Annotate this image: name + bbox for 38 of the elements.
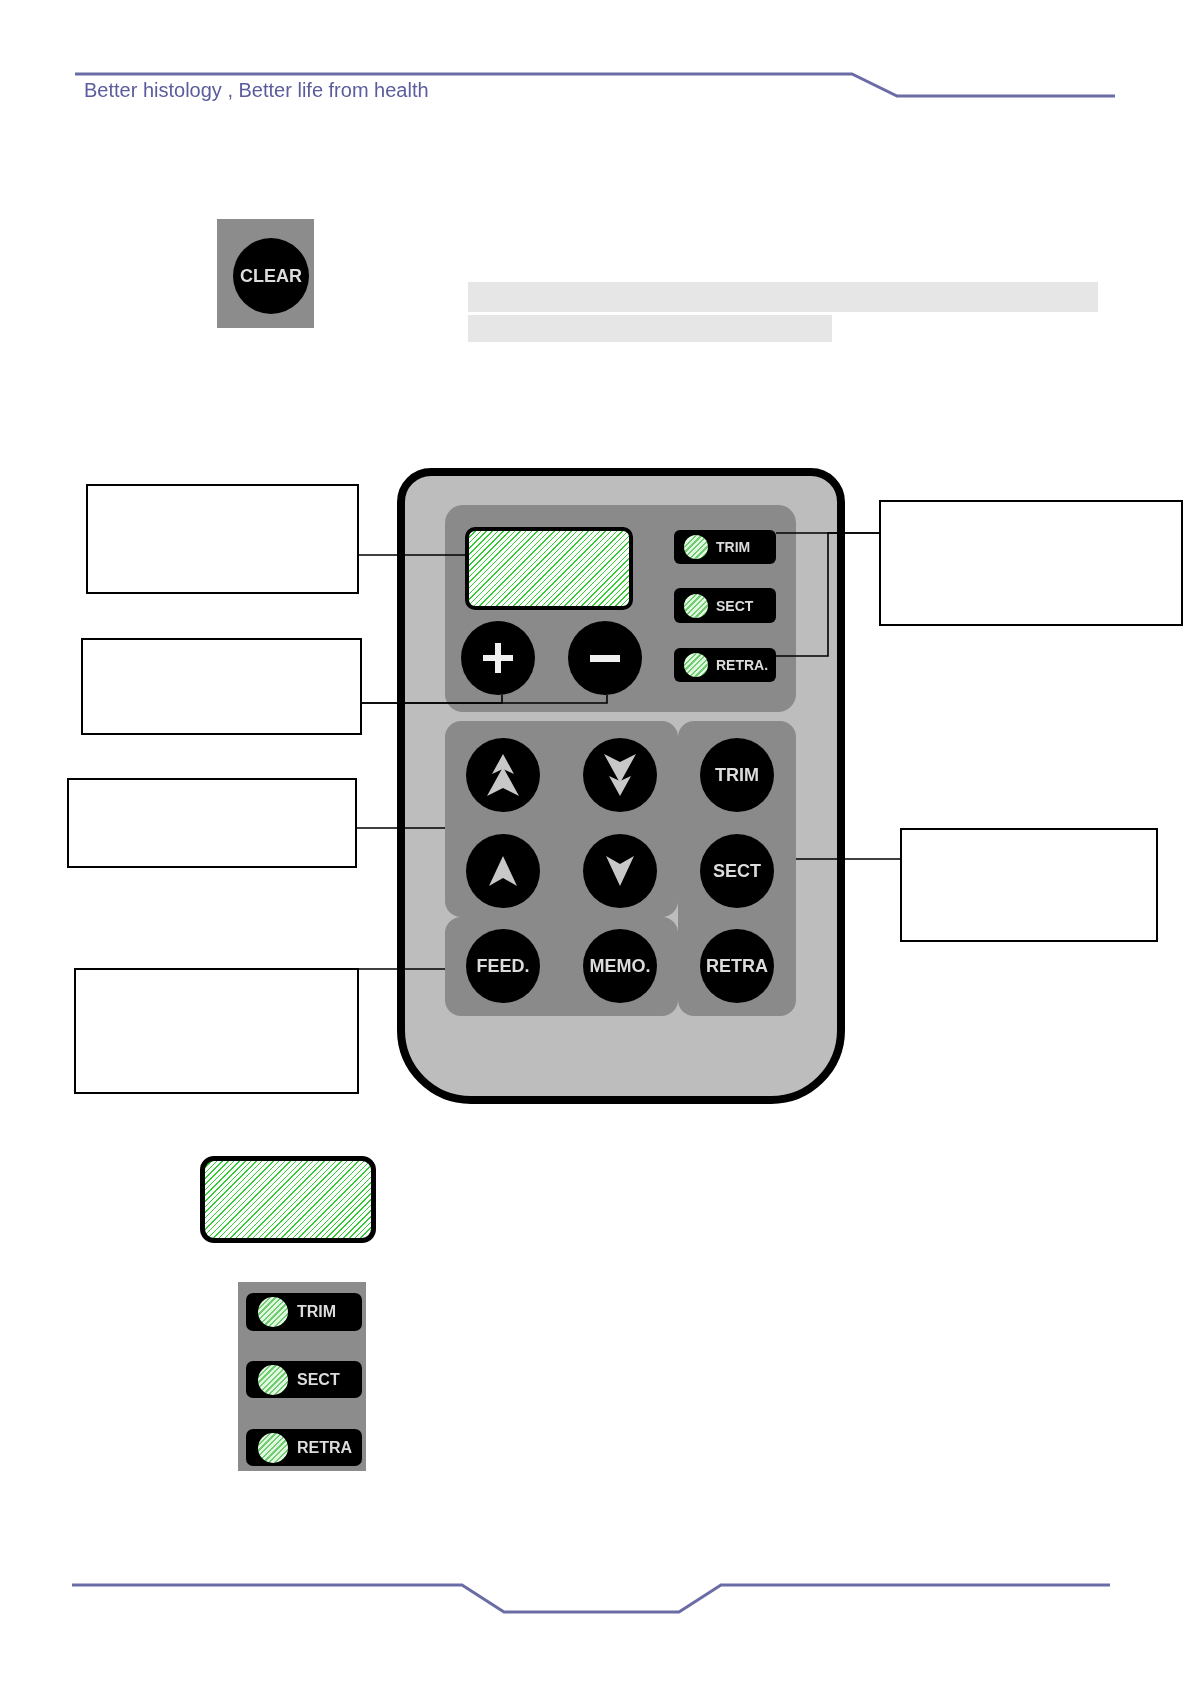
keypad-button: MEMO. — [583, 929, 657, 1003]
indicator-plate — [246, 1429, 362, 1466]
keypad-housing — [397, 468, 845, 1104]
indicator-label: SECT — [297, 1371, 340, 1388]
leader-line — [775, 532, 880, 657]
indicator-label: TRIM — [716, 540, 751, 554]
callout-box — [86, 484, 359, 594]
indicator-plate — [674, 648, 776, 682]
leader-line — [358, 968, 446, 970]
display-screen — [200, 1156, 376, 1243]
indicator-plate — [246, 1361, 362, 1398]
callout-box — [74, 968, 359, 1094]
keypad-button: RETRA — [700, 929, 774, 1003]
keypad-button: FEED. — [466, 929, 540, 1003]
callout-box — [67, 778, 357, 868]
indicator-plate — [674, 530, 776, 564]
callout-box — [900, 828, 1158, 942]
keypad-button: CLEAR — [233, 238, 309, 314]
display-screen — [465, 527, 633, 610]
keypad-button: SECT — [700, 834, 774, 908]
indicator-label: TRIM — [297, 1304, 337, 1320]
indicator-panel — [238, 1282, 366, 1471]
callout-box — [879, 500, 1183, 626]
indicator-plate — [674, 588, 776, 623]
control-panel — [445, 505, 796, 712]
indicator-label: SECT — [716, 598, 754, 613]
leader-line — [361, 694, 608, 704]
leader-line — [795, 858, 901, 860]
leader-line — [358, 554, 466, 556]
leader-line — [356, 827, 446, 829]
keypad-button: TRIM — [700, 738, 774, 812]
button-backdrop — [217, 219, 314, 328]
indicator-label: RETRA. — [716, 658, 769, 672]
indicator-label: RETRA — [297, 1439, 353, 1456]
button-panel — [678, 721, 796, 1016]
callout-box — [81, 638, 362, 735]
indicator-plate — [246, 1293, 362, 1331]
tagline: Better histology , Better life from health — [84, 80, 429, 100]
